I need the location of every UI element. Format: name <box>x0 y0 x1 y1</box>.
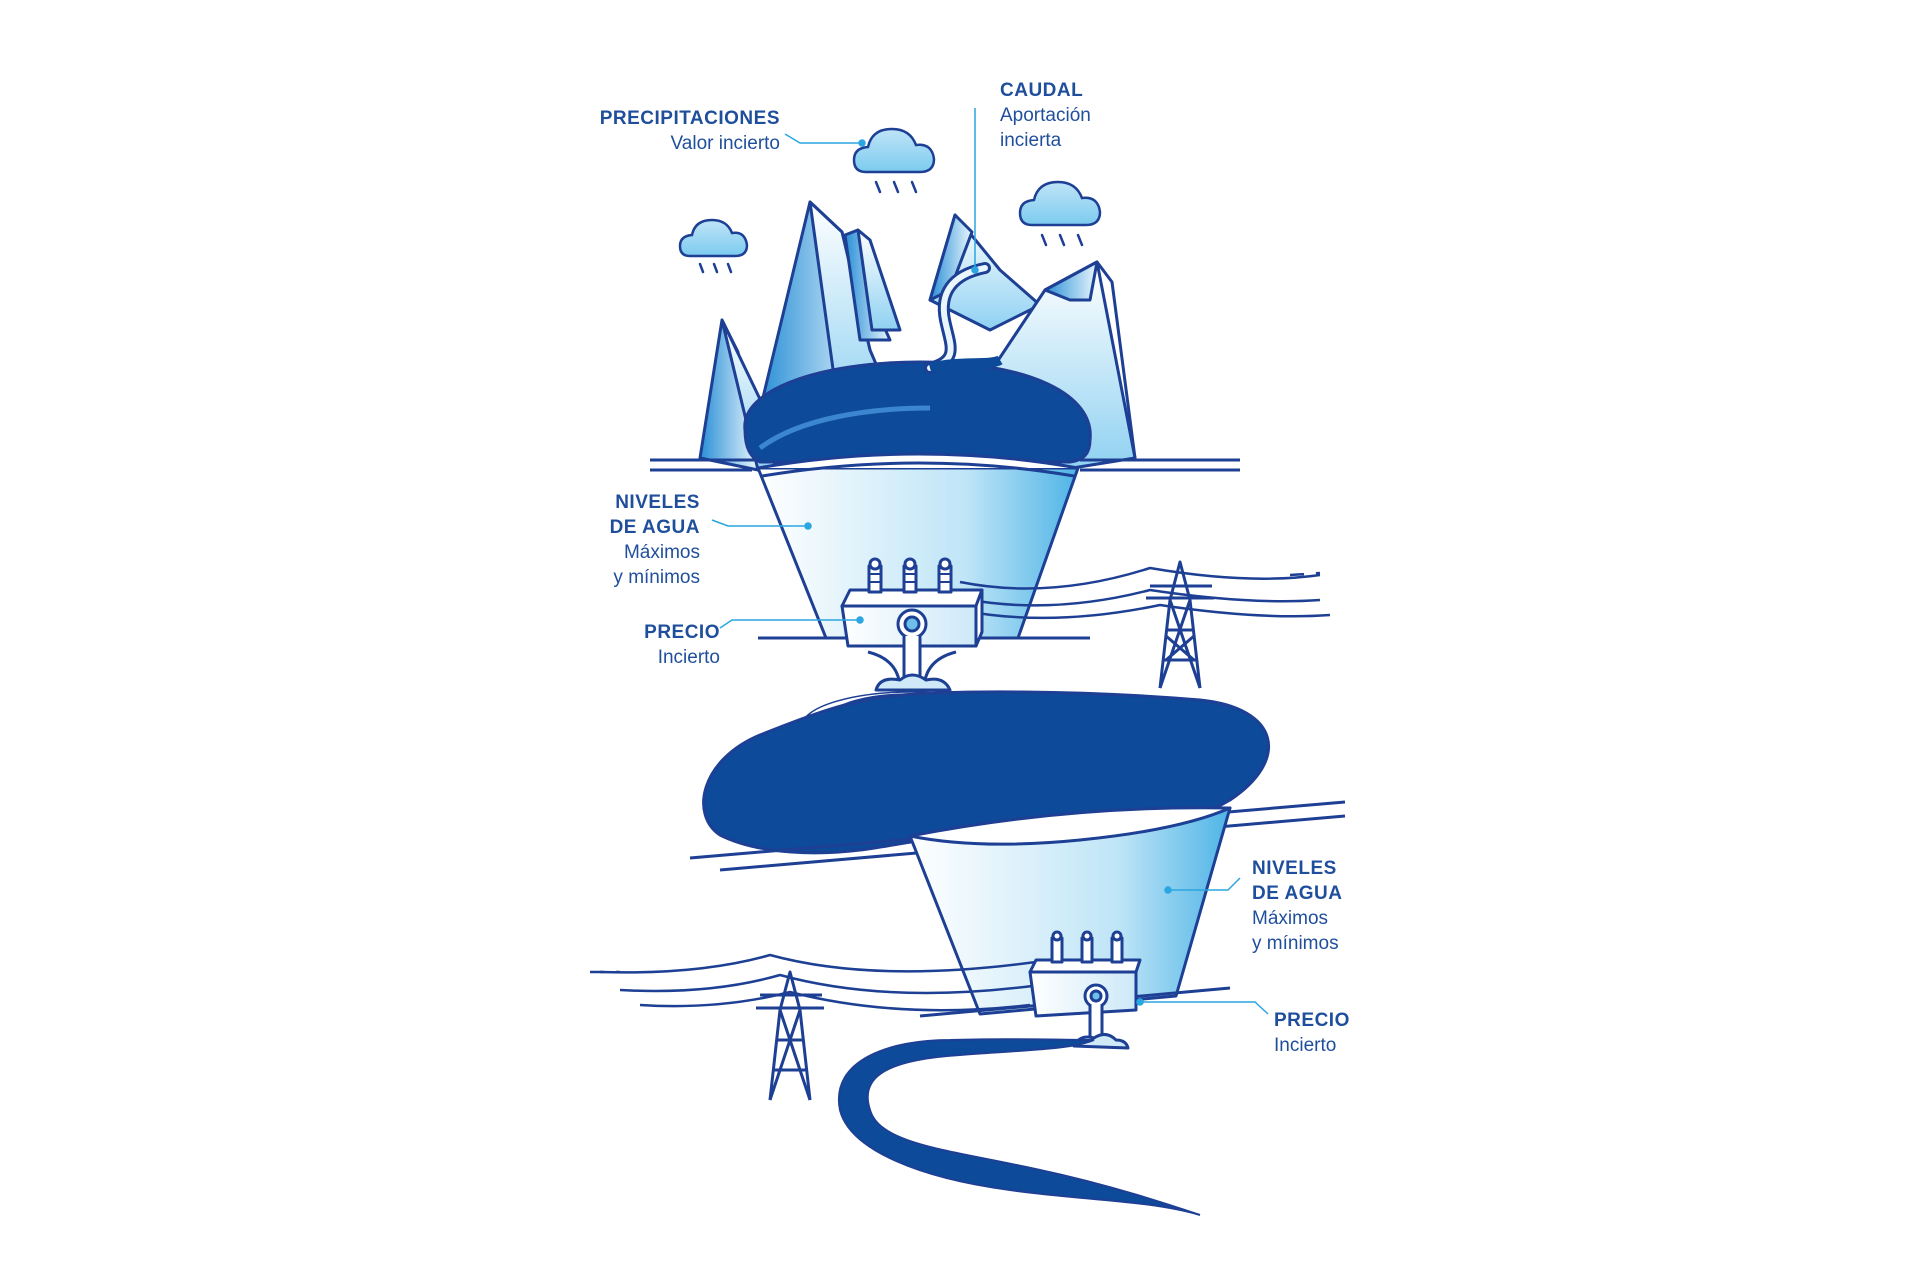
cloud-rain-icon <box>852 127 936 194</box>
niveles-2-title1: NIVELES <box>1252 858 1337 879</box>
precio-1-sub: Incierto <box>657 647 720 668</box>
niveles-2-sub2: y mínimos <box>1252 933 1339 954</box>
niveles-1-sub2: y mínimos <box>613 567 700 588</box>
niveles-1-sub1: Máximos <box>623 542 700 563</box>
caudal-title: CAUDAL <box>1000 80 1084 101</box>
niveles-2-sub1: Máximos <box>1252 908 1329 929</box>
precio-1-title: PRECIO <box>644 622 720 643</box>
label-niveles-1: NIVELES DE AGUA Máximos y mínimos <box>540 490 700 590</box>
label-precio-1: PRECIO Incierto <box>560 620 720 670</box>
niveles-1-title2: DE AGUA <box>609 517 700 538</box>
river-icon <box>837 1038 1201 1216</box>
niveles-1-title1: NIVELES <box>615 492 700 513</box>
transmission-tower-icon <box>756 970 824 1101</box>
power-station-icon <box>1028 930 1142 1050</box>
ground-line <box>650 458 1240 472</box>
precio-2-sub: Incierto <box>1274 1035 1337 1056</box>
transmission-tower-icon <box>1146 560 1214 689</box>
dam-body <box>908 806 1232 1016</box>
label-caudal: CAUDAL Aportación incierta <box>1000 78 1160 153</box>
caudal-sub1: Aportación <box>1000 105 1091 126</box>
cloud-rain-icon <box>678 218 749 274</box>
label-niveles-2: NIVELES DE AGUA Máximos y mínimos <box>1252 856 1422 956</box>
power-lines <box>959 566 1331 620</box>
reservoir-icon <box>743 262 1092 464</box>
precipitaciones-title: PRECIPITACIONES <box>599 108 780 129</box>
caudal-sub2: incierta <box>1000 130 1062 151</box>
label-precipitaciones: PRECIPITACIONES Valor incierto <box>560 106 780 156</box>
cloud-rain-icon <box>1018 180 1102 247</box>
precipitaciones-sub: Valor incierto <box>670 133 780 154</box>
niveles-2-title2: DE AGUA <box>1252 883 1343 904</box>
power-station-icon <box>840 557 984 692</box>
leader-lines <box>711 108 1269 1015</box>
label-precio-2: PRECIO Incierto <box>1274 1008 1434 1058</box>
precio-2-title: PRECIO <box>1274 1010 1350 1031</box>
dam-body <box>756 452 1080 640</box>
